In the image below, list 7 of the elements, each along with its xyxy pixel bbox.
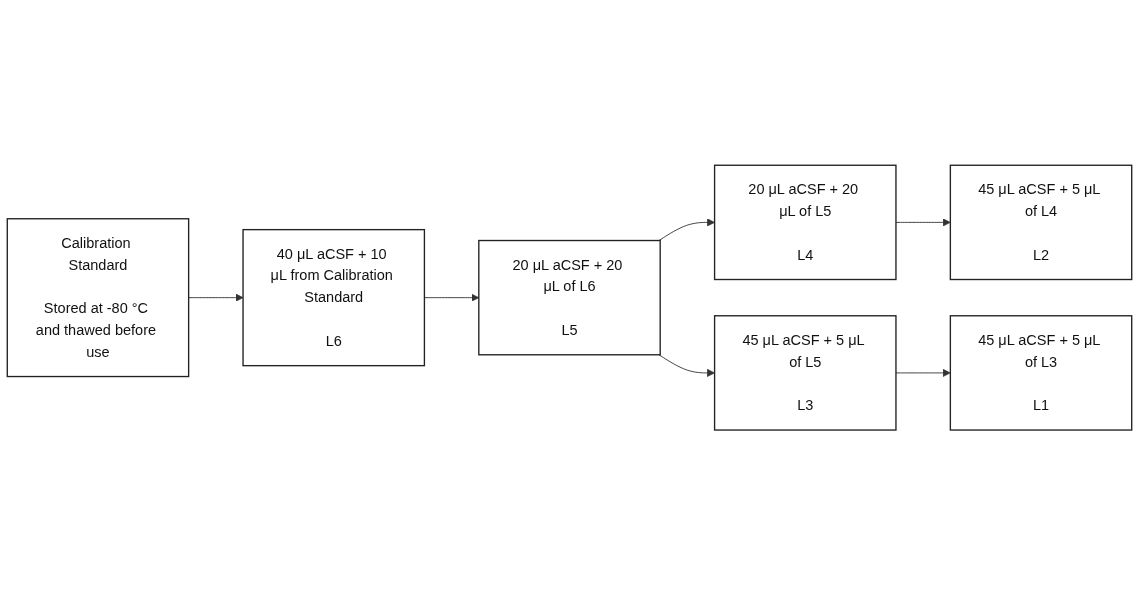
node-box: 45 μL aCSF + 5 μL of L3 L1 <box>949 314 1133 431</box>
node-box: 45 μL aCSF + 5 μL of L5 L3 <box>713 314 897 431</box>
node-box: Calibration Standard Stored at -80 °C and thawed before use <box>6 217 190 378</box>
node-box: 45 μL aCSF + 5 μL of L4 L2 <box>949 164 1133 281</box>
node-box: 20 μL aCSF + 20 μL of L6 L5 <box>478 239 661 356</box>
node-box: 20 μL aCSF + 20 μL of L5 L4 <box>713 164 897 281</box>
node-box: 40 μL aCSF + 10 μL from Calibration Standard L6 <box>242 228 426 367</box>
